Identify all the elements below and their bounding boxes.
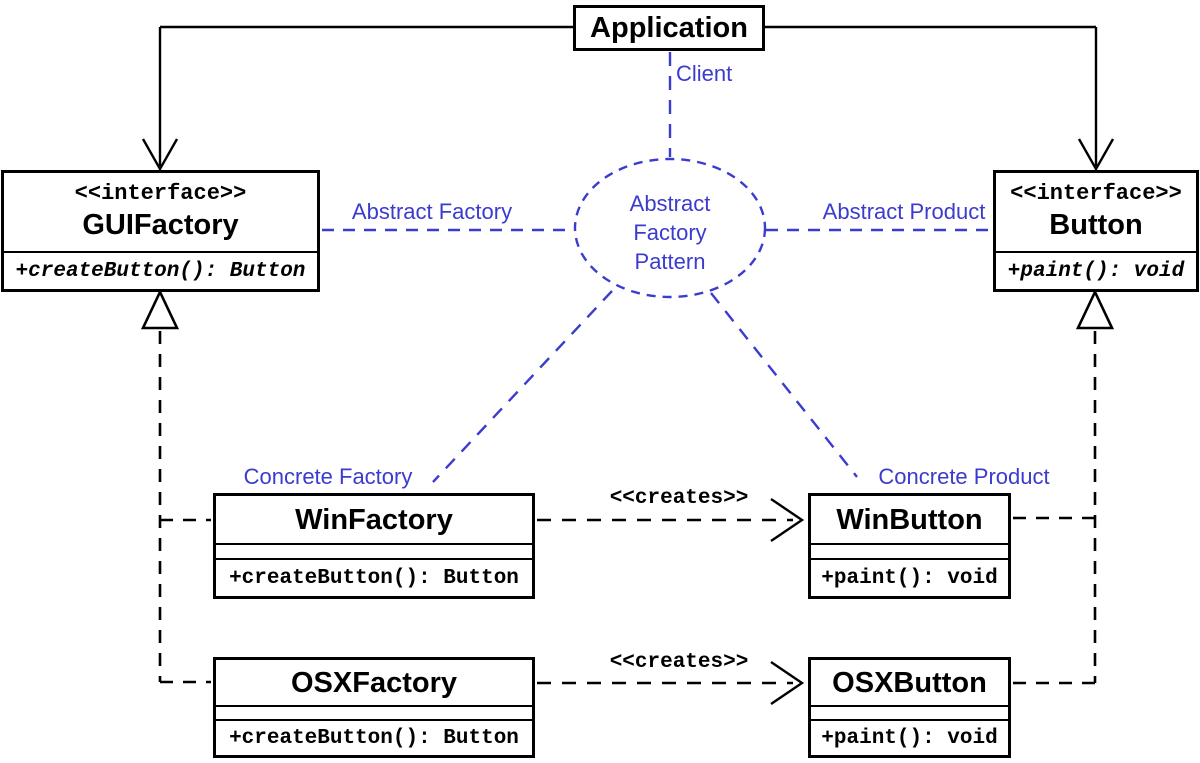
osxfactory-method-label: +createButton(): Button	[216, 719, 532, 755]
guifactory-header: <<interface>> GUIFactory	[4, 173, 317, 251]
button-stereotype: <<interface>>	[1010, 181, 1182, 206]
pattern-bubble-line3: Pattern	[634, 249, 706, 274]
winfactory-header: WinFactory	[216, 496, 532, 543]
creates-stereotype-bottom: <<creates>>	[609, 651, 749, 674]
osxbutton-class-box: OSXButton +paint(): void	[808, 657, 1011, 758]
concrete-product-annotation-line	[710, 292, 858, 478]
creates-stereotype-top: <<creates>>	[609, 487, 749, 510]
button-method-label: +paint(): void	[996, 251, 1196, 289]
creates-arrowhead-top-icon	[770, 498, 805, 542]
osxbutton-method-label: +paint(): void	[811, 719, 1008, 755]
concrete-factory-annotation-line	[432, 290, 613, 483]
button-header: <<interface>> Button	[996, 173, 1196, 251]
winbutton-header: WinButton	[811, 496, 1008, 543]
osxbutton-attributes-compartment	[811, 705, 1008, 719]
abstract-factory-label: Abstract Factory	[351, 199, 513, 224]
realization-triangle-button-icon	[1075, 288, 1115, 330]
guifactory-interface-box: <<interface>> GUIFactory +createButton()…	[1, 170, 320, 292]
concrete-product-label: Concrete Product	[878, 464, 1050, 489]
arrowhead-into-button-icon	[1077, 138, 1115, 172]
guifactory-method-label: +createButton(): Button	[4, 251, 317, 289]
osxbutton-header: OSXButton	[811, 660, 1008, 705]
abstract-product-label: Abstract Product	[822, 199, 986, 224]
winfactory-method-label: +createButton(): Button	[216, 558, 532, 596]
button-class-name: Button	[1049, 209, 1143, 241]
button-interface-box: <<interface>> Button +paint(): void	[993, 170, 1199, 292]
guifactory-class-name: GUIFactory	[82, 209, 239, 241]
pattern-bubble-text: Abstract Factory Pattern	[630, 189, 711, 276]
winfactory-class-name: WinFactory	[295, 503, 453, 536]
osxfactory-header: OSXFactory	[216, 660, 532, 705]
osxbutton-class-name: OSXButton	[832, 666, 987, 699]
winbutton-class-box: WinButton +paint(): void	[808, 493, 1011, 599]
osxfactory-class-name: OSXFactory	[291, 666, 457, 699]
client-label: Client	[676, 61, 733, 86]
winbutton-class-name: WinButton	[836, 503, 983, 536]
pattern-bubble-line1: Abstract	[629, 191, 711, 216]
guifactory-stereotype: <<interface>>	[74, 181, 247, 206]
pattern-bubble-ellipse	[573, 157, 767, 299]
osxfactory-class-box: OSXFactory +createButton(): Button	[213, 657, 535, 758]
creates-arrowhead-bottom-icon	[770, 661, 805, 705]
application-class-box: Application	[573, 5, 765, 51]
winbutton-method-label: +paint(): void	[811, 558, 1008, 596]
osxfactory-attributes-compartment	[216, 705, 532, 719]
winfactory-class-box: WinFactory +createButton(): Button	[213, 493, 535, 599]
realization-triangle-guifactory-icon	[140, 288, 180, 330]
concrete-factory-label: Concrete Factory	[243, 464, 413, 489]
arrowhead-into-guifactory-icon	[141, 138, 179, 172]
winbutton-attributes-compartment	[811, 543, 1008, 558]
application-class-name: Application	[590, 11, 748, 44]
pattern-bubble-line2: Factory	[633, 220, 707, 245]
winfactory-attributes-compartment	[216, 543, 532, 558]
